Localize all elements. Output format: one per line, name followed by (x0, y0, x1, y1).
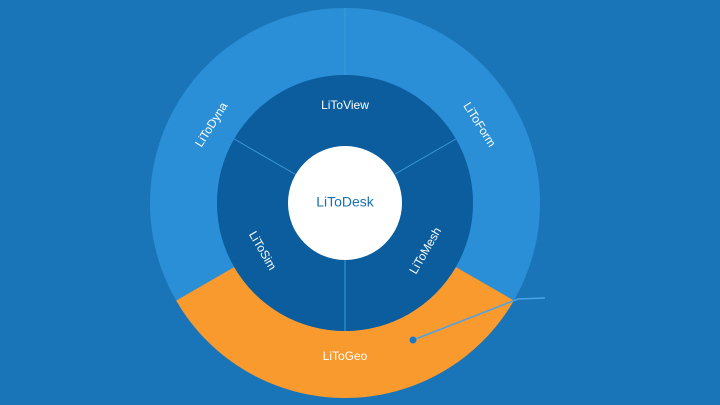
inner-segment-mesh[interactable] (345, 139, 474, 331)
tooltip-anchor-dot (409, 336, 417, 344)
center-circle[interactable] (288, 146, 402, 260)
outer-segment-geo[interactable] (176, 267, 514, 398)
segment-separators (233, 8, 457, 331)
inner-segment-sim[interactable] (217, 139, 345, 331)
center-label: LiToDesk (316, 194, 375, 210)
inner-separator-upper-right (394, 138, 457, 175)
outer-segment-form[interactable] (345, 8, 540, 301)
outer-ring (150, 8, 540, 398)
inner-segment-view[interactable] (234, 75, 456, 175)
outer-segment-dyna[interactable] (150, 8, 345, 301)
label-litogeo: LiToGeo (323, 349, 368, 363)
tooltip-leader-line (412, 297, 546, 341)
inner-ring (217, 75, 474, 331)
label-litoview: LiToView (321, 98, 369, 112)
inner-separator-upper-left (233, 138, 296, 175)
